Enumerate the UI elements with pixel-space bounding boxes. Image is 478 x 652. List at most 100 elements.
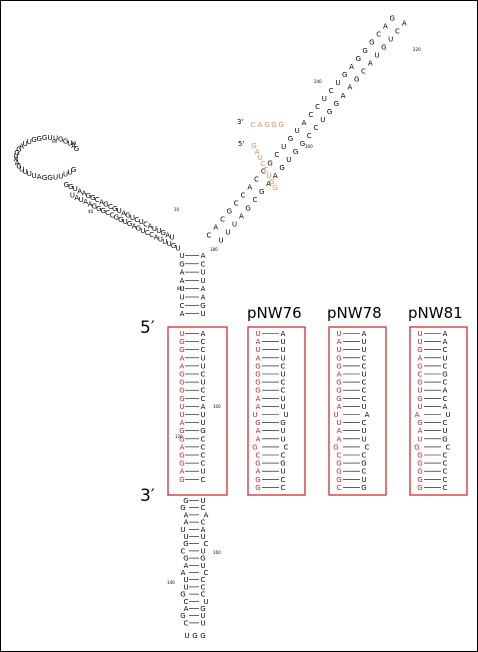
nucleotide: U bbox=[139, 218, 144, 226]
nucleotide-mutated: A bbox=[337, 435, 342, 443]
nucleotide-mutated: G bbox=[336, 354, 341, 362]
nucleotide: U bbox=[152, 225, 157, 233]
nucleotide-loop: G bbox=[16, 146, 21, 154]
nucleotide: A bbox=[368, 60, 373, 68]
nucleotide: C bbox=[443, 395, 448, 403]
nucleotide: U bbox=[200, 533, 205, 541]
nucleotide: G bbox=[327, 108, 332, 116]
nucleotide-mutated: G bbox=[255, 484, 260, 492]
nucleotide: C bbox=[362, 354, 367, 362]
nucleotide-mutated: G bbox=[417, 362, 422, 370]
nucleotide: A bbox=[302, 119, 307, 127]
nucleotide-mutated: U bbox=[336, 346, 341, 354]
nucleotide: C bbox=[362, 387, 367, 395]
nucleotide: G bbox=[86, 192, 91, 200]
nucleotide: U bbox=[79, 196, 84, 204]
nucleotide-mutated: A bbox=[256, 354, 261, 362]
nucleotide-mutated: G bbox=[255, 371, 260, 379]
nucleotide: C bbox=[395, 27, 400, 35]
nucleotide-mutated: G bbox=[255, 419, 260, 427]
nucleotide: U bbox=[280, 468, 285, 476]
nucleotide: G bbox=[183, 540, 188, 548]
nucleotide: C bbox=[181, 547, 186, 555]
nucleotide-mutated: G bbox=[336, 460, 341, 468]
nucleotide: G bbox=[381, 44, 386, 52]
nucleotide: A bbox=[201, 294, 206, 302]
nucleotide: U bbox=[200, 612, 205, 620]
nucleotide-mutated: U bbox=[417, 403, 422, 411]
nucleotide: A bbox=[383, 23, 388, 31]
nucleotide: U bbox=[225, 228, 230, 236]
nucleotide-loop: U bbox=[27, 170, 32, 178]
nucleotide: C bbox=[443, 346, 448, 354]
nucleotide: U bbox=[232, 220, 237, 228]
nucleotide: C bbox=[134, 216, 139, 224]
nucleotide: A bbox=[247, 183, 252, 191]
nucleotide: C bbox=[201, 338, 206, 346]
nucleotide: G bbox=[245, 204, 250, 212]
nucleotide: G bbox=[280, 460, 285, 468]
nucleotide: G bbox=[180, 591, 185, 599]
nucleotide-mutated: A bbox=[256, 403, 261, 411]
nucleotide: A bbox=[184, 519, 189, 527]
nucleotide: U bbox=[179, 294, 184, 302]
nucleotide: G bbox=[100, 207, 105, 215]
nucleotide: C bbox=[234, 199, 239, 207]
nucleotide: C bbox=[204, 540, 209, 548]
nucleotide: U bbox=[286, 156, 291, 164]
nucleotide: C bbox=[240, 191, 245, 199]
nucleotide: A bbox=[181, 569, 186, 577]
nucleotide: C bbox=[145, 229, 150, 237]
nucleotide-loop: U bbox=[19, 165, 24, 173]
nucleotide-mutated: A bbox=[256, 395, 261, 403]
nucleotide: G bbox=[179, 260, 184, 268]
nucleotide: U bbox=[280, 346, 285, 354]
variant-box-pnw78 bbox=[328, 326, 387, 496]
nucleotide: A bbox=[443, 403, 448, 411]
nucleotide: C bbox=[281, 362, 286, 370]
nucleotide: A bbox=[74, 194, 79, 202]
nucleotide-mutated: A bbox=[180, 362, 185, 370]
nucleotide: A bbox=[99, 198, 104, 206]
nucleotide: U bbox=[281, 143, 286, 151]
nucleotide: U bbox=[200, 547, 205, 555]
nucleotide: C bbox=[376, 31, 381, 39]
nucleotide: G bbox=[183, 497, 188, 505]
nucleotide: G bbox=[160, 229, 165, 237]
nucleotide: C bbox=[443, 476, 448, 484]
five-prime-label: 5′ bbox=[140, 318, 155, 338]
nucleotide-mutated: U bbox=[417, 330, 422, 338]
nucleotide-mutated: U bbox=[255, 330, 260, 338]
nucleotide: U bbox=[70, 192, 75, 200]
nucleotide-mutated: G bbox=[414, 443, 419, 451]
nucleotide: G bbox=[136, 225, 141, 233]
nucleotide: U bbox=[200, 269, 205, 277]
nucleotide: G bbox=[180, 504, 185, 512]
nucleotide: C bbox=[361, 68, 366, 76]
nucleotide: C bbox=[362, 468, 367, 476]
nucleotide: U bbox=[200, 497, 205, 505]
nucleotide-loop: G bbox=[192, 632, 197, 640]
nucleotide-mutated: A bbox=[180, 354, 185, 362]
nucleotide: G bbox=[259, 188, 264, 196]
nucleotide-mutated: G bbox=[336, 395, 341, 403]
position-number: 10 bbox=[174, 207, 180, 212]
nucleotide: A bbox=[204, 511, 209, 519]
nucleotide: C bbox=[201, 519, 206, 527]
nucleotide: A bbox=[273, 172, 278, 180]
nucleotide-mutated: G bbox=[336, 468, 341, 476]
nucleotide-loop: U bbox=[53, 135, 58, 143]
nucleotide: G bbox=[288, 135, 293, 143]
nucleotide: G bbox=[354, 76, 359, 84]
nucleotide: C bbox=[281, 476, 286, 484]
nucleotide: A bbox=[82, 190, 87, 198]
nucleotide-mutated: A bbox=[337, 403, 342, 411]
nucleotide: U bbox=[167, 240, 172, 248]
nucleotide: C bbox=[443, 452, 448, 460]
nucleotide: C bbox=[254, 175, 259, 183]
nucleotide: A bbox=[180, 277, 185, 285]
nucleotide: G bbox=[356, 55, 361, 63]
nucleotide-mutated: C bbox=[337, 452, 342, 460]
